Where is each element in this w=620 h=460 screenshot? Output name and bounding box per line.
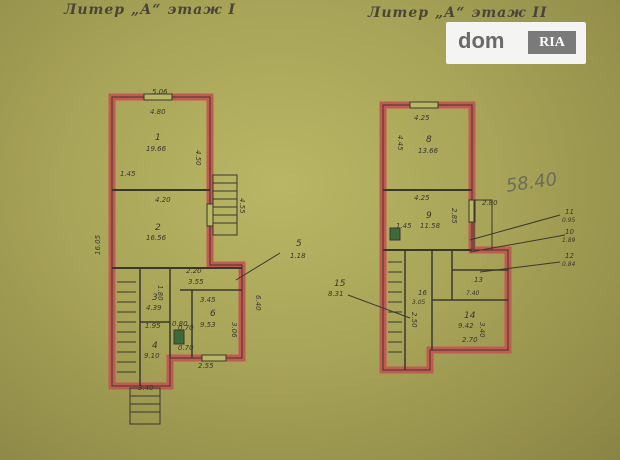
f2-dim-box: 2.80 [482, 199, 498, 207]
floor2-stairs [388, 261, 402, 353]
floor1-window-right [206, 203, 214, 227]
f1-misc-2: 3.55 [188, 278, 204, 286]
floor1-window-bottom [201, 354, 227, 362]
f2-room-14-num: 14 [464, 311, 476, 321]
f2-room-15-num: 15 [334, 279, 346, 289]
f1-misc-6: 1.45 [120, 170, 136, 178]
f1-misc-4: 1.95 [145, 322, 161, 330]
f2-dim-16: 2.50 [410, 312, 418, 328]
f2-room-12-num: 12 [565, 252, 574, 260]
f1-room-2-area: 16.56 [146, 234, 167, 242]
f1-misc-3: 1.80 [156, 285, 164, 301]
f1-dim-b1: 2.55 [198, 362, 214, 370]
f2-room-10-area: 1.89 [562, 237, 576, 244]
f2-room-10-num: 10 [565, 228, 574, 236]
f1-room-2-num: 2 [155, 223, 161, 233]
f1-dim-small: 0.70 [178, 324, 194, 332]
f1-dim-6a: 3.45 [200, 296, 216, 304]
f2-room-16-num: 16 [418, 289, 427, 297]
floor1-side-stairs [212, 174, 238, 236]
f1-room-3-num: 3 [152, 293, 158, 303]
f2-room-8-area: 13.66 [418, 147, 439, 155]
logo-ria-badge: RIA [528, 31, 576, 54]
floor1-internal-stairs [117, 281, 136, 373]
f1-misc-1: 2.20 [186, 267, 202, 275]
f1-dim-mid: 4.20 [155, 196, 171, 204]
f1-room-4-area: 9.10 [144, 352, 160, 360]
f2-room-15-area: 8.31 [328, 290, 344, 298]
f1-room-1-num: 1 [155, 133, 161, 143]
logo-dom-text: dom [458, 28, 505, 53]
f1-dim-r2: 4.55 [238, 198, 246, 214]
f1-room-3-area: 4.39 [146, 304, 162, 312]
f1-misc-7: 0.70 [178, 344, 194, 352]
f2-room-9-area: 11.58 [420, 222, 441, 230]
f1-room-6-area: 9.53 [200, 321, 216, 329]
f2-dim-small: 1.45 [396, 222, 412, 230]
dom-ria-logo[interactable]: dom RIA [446, 22, 586, 64]
f1-room-5-num: 5 [296, 239, 302, 249]
f1-dim-top: 5.06 [152, 88, 168, 96]
f2-dim-mid: 4.25 [414, 194, 430, 202]
floor2-window-right [468, 199, 476, 223]
f2-room-14-area: 9.42 [458, 322, 474, 330]
floor1-window-top [143, 93, 173, 101]
floor1-plan [108, 93, 281, 425]
f2-dim-left: 4.45 [396, 135, 404, 151]
floor2-side-box [473, 199, 493, 251]
floor1-title: Литер „А“ этаж I [64, 2, 236, 18]
f2-room-13-num: 13 [474, 276, 483, 284]
f2-room-16-area: 3.05 [412, 299, 426, 306]
floor2-title: Литер „А“ этаж II [368, 5, 548, 21]
floor2-plan [347, 101, 566, 374]
floor1-entry-stairs [129, 387, 161, 425]
floor2-fixture [389, 227, 401, 241]
f2-dim-top: 4.25 [414, 114, 430, 122]
f2-room-8-num: 8 [426, 135, 432, 145]
f2-room-13-area: 7.40 [466, 290, 480, 297]
f1-dim-r3: 6.40 [254, 295, 262, 311]
f1-dim-b2: 3.40 [138, 384, 154, 392]
f2-dim-9: 2.85 [450, 208, 458, 224]
f1-room-5-area: 1.18 [290, 252, 306, 260]
f1-room-1-area: 19.66 [146, 145, 167, 153]
f2-room-9-num: 9 [426, 211, 432, 221]
f2-dim-14: 3.40 [478, 322, 486, 338]
f1-dim-r1: 4.50 [194, 150, 202, 166]
f2-room-11-area: 0.95 [562, 217, 576, 224]
f1-room-6-num: 6 [210, 309, 216, 319]
floor2-total-note: 58.40 [505, 169, 559, 197]
f1-dim-6b: 3.06 [230, 322, 238, 338]
f2-room-12-area: 0.84 [562, 261, 576, 268]
f1-dim-in: 4.80 [150, 108, 166, 116]
floor2-window-top [409, 101, 439, 109]
f2-dim-b: 2.70 [462, 336, 478, 344]
f1-dim-left: 16.05 [94, 234, 102, 255]
f2-room-11-num: 11 [565, 208, 574, 216]
floor1-fixture [173, 329, 185, 345]
f1-misc-5: 0.80 [172, 320, 188, 328]
f1-room-4-num: 4 [152, 341, 158, 351]
